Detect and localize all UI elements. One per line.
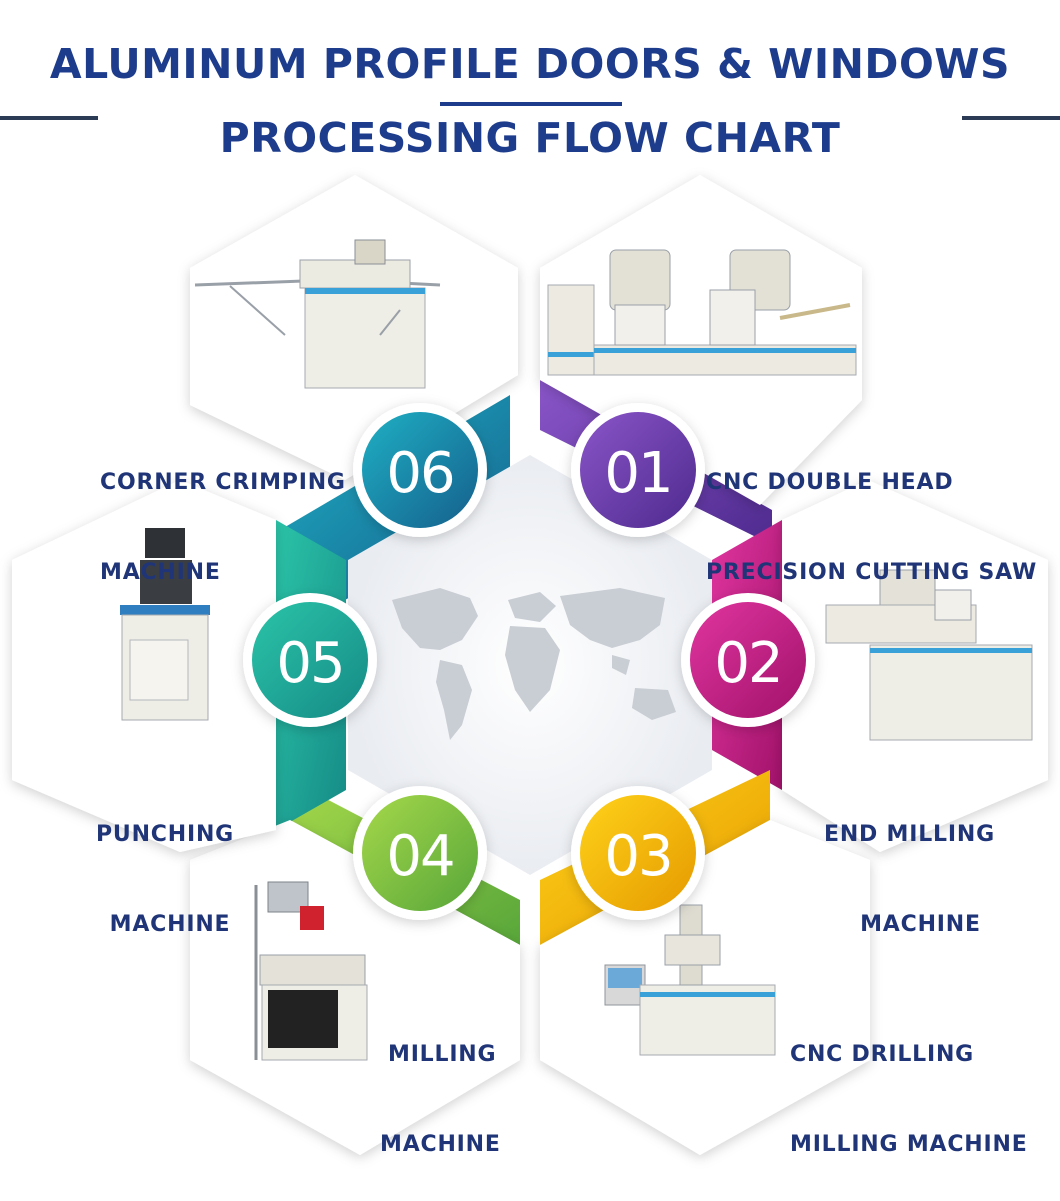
world-map-icon [392, 588, 676, 740]
step-number-03: 03 [604, 824, 671, 889]
title-rule-center [440, 102, 622, 106]
step-circle-04: 04 [353, 786, 487, 920]
step-label-01: CNC DOUBLE HEAD PRECISION CUTTING SAW [706, 408, 1037, 618]
step-label-05-line2: MACHINE [109, 912, 231, 937]
cnc-drilling-milling-machine-icon [604, 904, 776, 1056]
step-label-03-line1: CNC DRILLING [790, 1042, 975, 1067]
step-number-01: 01 [604, 441, 671, 506]
step-label-01-line1: CNC DOUBLE HEAD [706, 470, 954, 495]
step-circle-05: 05 [243, 593, 377, 727]
step-number-06: 06 [386, 441, 453, 506]
step-circle-06: 06 [353, 403, 487, 537]
step-circle-03: 03 [571, 786, 705, 920]
step-label-04-line1: MILLING [388, 1042, 497, 1067]
step-label-04: MILLING MACHINE [380, 980, 501, 1190]
end-milling-machine-icon [825, 569, 1033, 741]
step-label-01-line2: PRECISION CUTTING SAW [706, 560, 1038, 585]
title-line-2: PROCESSING FLOW CHART [219, 114, 841, 162]
cutting-saw-machine-icon [547, 249, 857, 376]
step-circle-02: 02 [681, 593, 815, 727]
step-number-04: 04 [386, 824, 453, 889]
step-label-02-line2: MACHINE [860, 912, 981, 937]
step-label-02-line1: END MILLING [824, 822, 995, 847]
corner-crimping-machine-icon [194, 239, 441, 389]
step-label-05: PUNCHING MACHINE [96, 760, 234, 970]
step-number-02: 02 [714, 631, 781, 696]
step-label-02: END MILLING MACHINE [824, 760, 995, 970]
step-label-06: CORNER CRIMPING MACHINE [100, 408, 346, 618]
step-label-05-line1: PUNCHING [96, 822, 235, 847]
punching-machine-icon [120, 528, 210, 721]
title-rule-left [0, 116, 98, 120]
milling-machine-icon [254, 881, 368, 1061]
title-line-1: ALUMINUM PROFILE DOORS & WINDOWS [49, 40, 1011, 88]
step-label-04-line2: MACHINE [380, 1132, 501, 1157]
step-number-05: 05 [276, 631, 343, 696]
step-label-03-line2: MILLING MACHINE [790, 1132, 1028, 1157]
step-label-06-line1: CORNER CRIMPING [100, 470, 346, 495]
title-rule-right [962, 116, 1060, 120]
step-circle-01: 01 [571, 403, 705, 537]
step-label-03: CNC DRILLING MILLING MACHINE [790, 980, 1028, 1190]
step-label-06-line2: MACHINE [100, 560, 221, 585]
